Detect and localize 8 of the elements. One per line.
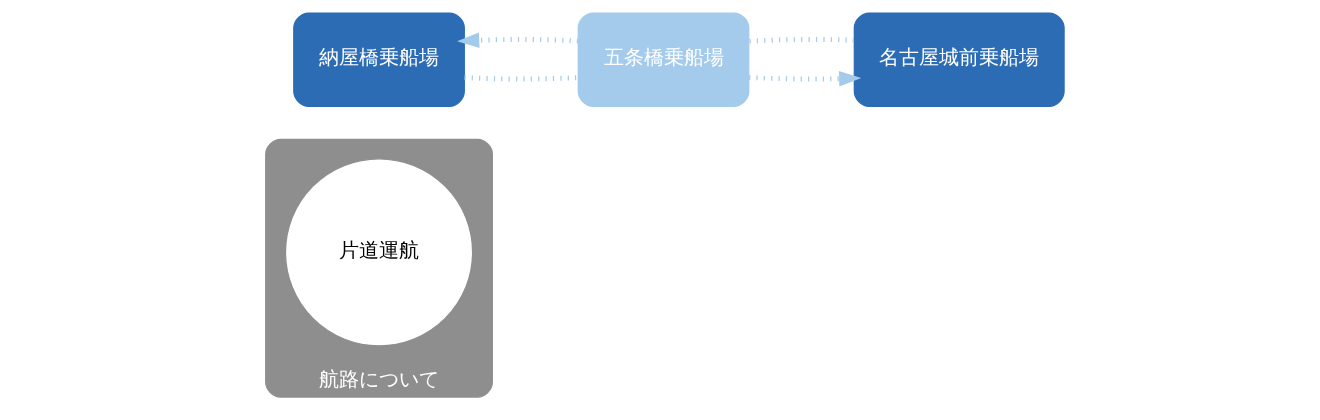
node-box: 五条橋乗船場: [577, 12, 750, 107]
node-box: 納屋橋乗船場: [293, 12, 465, 107]
arrow: [457, 32, 579, 48]
node-box: 名古屋城前乗船場: [853, 12, 1065, 107]
node-circle: 片道運航: [284, 158, 474, 347]
connector: [749, 37, 854, 44]
arrow: [749, 71, 862, 87]
connector: [464, 75, 579, 82]
